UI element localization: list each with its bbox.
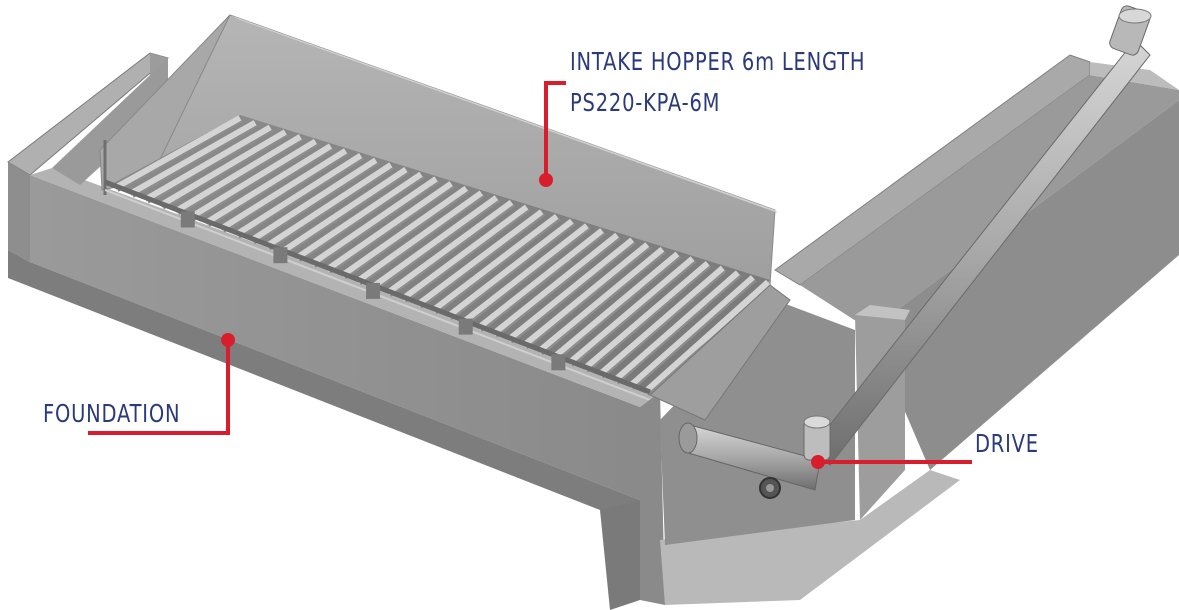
grate-bar-shadow — [465, 227, 591, 326]
grate-bar-shadow — [344, 190, 470, 280]
grate-bar — [385, 199, 514, 296]
drive-label: DRIVE — [975, 429, 1039, 458]
grate-bar-shadow — [193, 143, 319, 221]
foundation-label: FOUNDATION — [43, 399, 181, 428]
grate-bar — [249, 157, 378, 243]
grate-bar — [476, 228, 604, 331]
grate-bar — [537, 246, 665, 354]
grate-bar — [189, 138, 317, 220]
foundation-leader-line — [88, 340, 230, 435]
hopper-model-label: PS220-KPA-6M — [570, 88, 721, 117]
grate-bar — [113, 115, 242, 191]
hopper-title-label: INTAKE HOPPER 6m LENGTH — [570, 47, 866, 76]
grate-bar-shadow — [299, 176, 425, 262]
grate-bar-shadow — [435, 218, 561, 315]
rail-bracket — [180, 211, 195, 228]
grate-bar-shadow — [178, 138, 304, 216]
grate-bar-shadow — [162, 134, 289, 210]
grate-bar-shadow — [541, 251, 667, 355]
grate-bar-shadow — [329, 185, 455, 274]
grate-bar-shadow — [374, 199, 501, 291]
grate-bar-shadow — [389, 204, 516, 297]
grate-bar-shadow — [526, 246, 651, 350]
rail-bracket — [458, 318, 473, 335]
grate-bar — [582, 260, 710, 371]
leader-dots — [221, 173, 825, 469]
grate-bar — [612, 270, 740, 383]
grate-bar — [325, 181, 453, 273]
grate-bar — [219, 148, 348, 232]
grate-bar — [295, 171, 423, 261]
grate-bar-shadow — [208, 148, 335, 227]
grate-bar — [128, 120, 257, 197]
grate-bar — [204, 143, 333, 226]
grate-bar-shadow — [495, 237, 621, 338]
grate-bar-shadow — [556, 256, 682, 361]
grate-bar — [340, 185, 469, 278]
grate-bar-shadow — [405, 209, 531, 303]
grate-bar-shadow — [632, 279, 757, 390]
rail-bracket — [366, 282, 381, 299]
grate-bar-shadow — [223, 152, 350, 233]
grate-bar-shadow — [480, 232, 606, 332]
grate-bar — [400, 204, 529, 302]
grate-bar — [552, 251, 680, 360]
grate-bar-shadow — [511, 242, 636, 344]
grate-bar-shadow — [132, 124, 259, 198]
foundation-structure — [7, 52, 660, 510]
grate-bar-shadow — [238, 157, 365, 239]
grate-bar-shadow — [420, 213, 546, 309]
rail-bracket — [273, 247, 288, 264]
grate-bar-shadow — [268, 167, 395, 251]
hopper-grate — [110, 115, 772, 396]
grate-bar-shadow — [586, 265, 712, 373]
hopper-leader-line — [544, 81, 566, 180]
grate-bar — [521, 242, 650, 348]
grate-bar — [310, 176, 438, 267]
grate-bar — [370, 195, 499, 290]
grate-bar — [355, 190, 484, 284]
hopper-leader-dot — [539, 173, 553, 187]
foundation-leader-dot — [221, 333, 235, 347]
grate-rails — [104, 179, 651, 401]
grate-bar — [567, 256, 695, 366]
grate-bar — [506, 237, 635, 342]
grate-bar — [234, 152, 363, 238]
grate-bar — [264, 162, 393, 249]
grate-bar — [643, 279, 770, 395]
grate-bar-shadow — [601, 270, 727, 379]
grate-bar — [158, 129, 287, 209]
grate-bar — [416, 209, 544, 307]
grate-bar — [627, 275, 755, 389]
leader-lines — [88, 81, 972, 464]
rail-bracket — [551, 354, 566, 371]
grate-bar-shadow — [617, 274, 742, 385]
grate-bar — [279, 167, 408, 255]
grate-bar-shadow — [359, 195, 485, 286]
grate-bar — [143, 124, 272, 203]
grate-bar-shadow — [284, 171, 410, 256]
grate-bar — [461, 223, 589, 325]
grate-bar — [431, 214, 559, 313]
drive-leader-dot — [811, 455, 825, 469]
grate-bar-shadow — [314, 181, 440, 268]
grate-bar-shadow — [147, 129, 274, 204]
screw-conveyor — [678, 5, 1152, 499]
grate-bar-shadow — [117, 120, 244, 192]
grate-bar-shadow — [450, 223, 576, 321]
grate-bar — [597, 265, 725, 377]
grate-bar-shadow — [253, 162, 380, 245]
grate-bar — [174, 134, 302, 214]
hopper-back-panel — [99, 14, 778, 286]
grate-bar-shadow — [571, 260, 697, 367]
grate-bar — [491, 232, 620, 337]
grate-bar — [446, 218, 574, 319]
